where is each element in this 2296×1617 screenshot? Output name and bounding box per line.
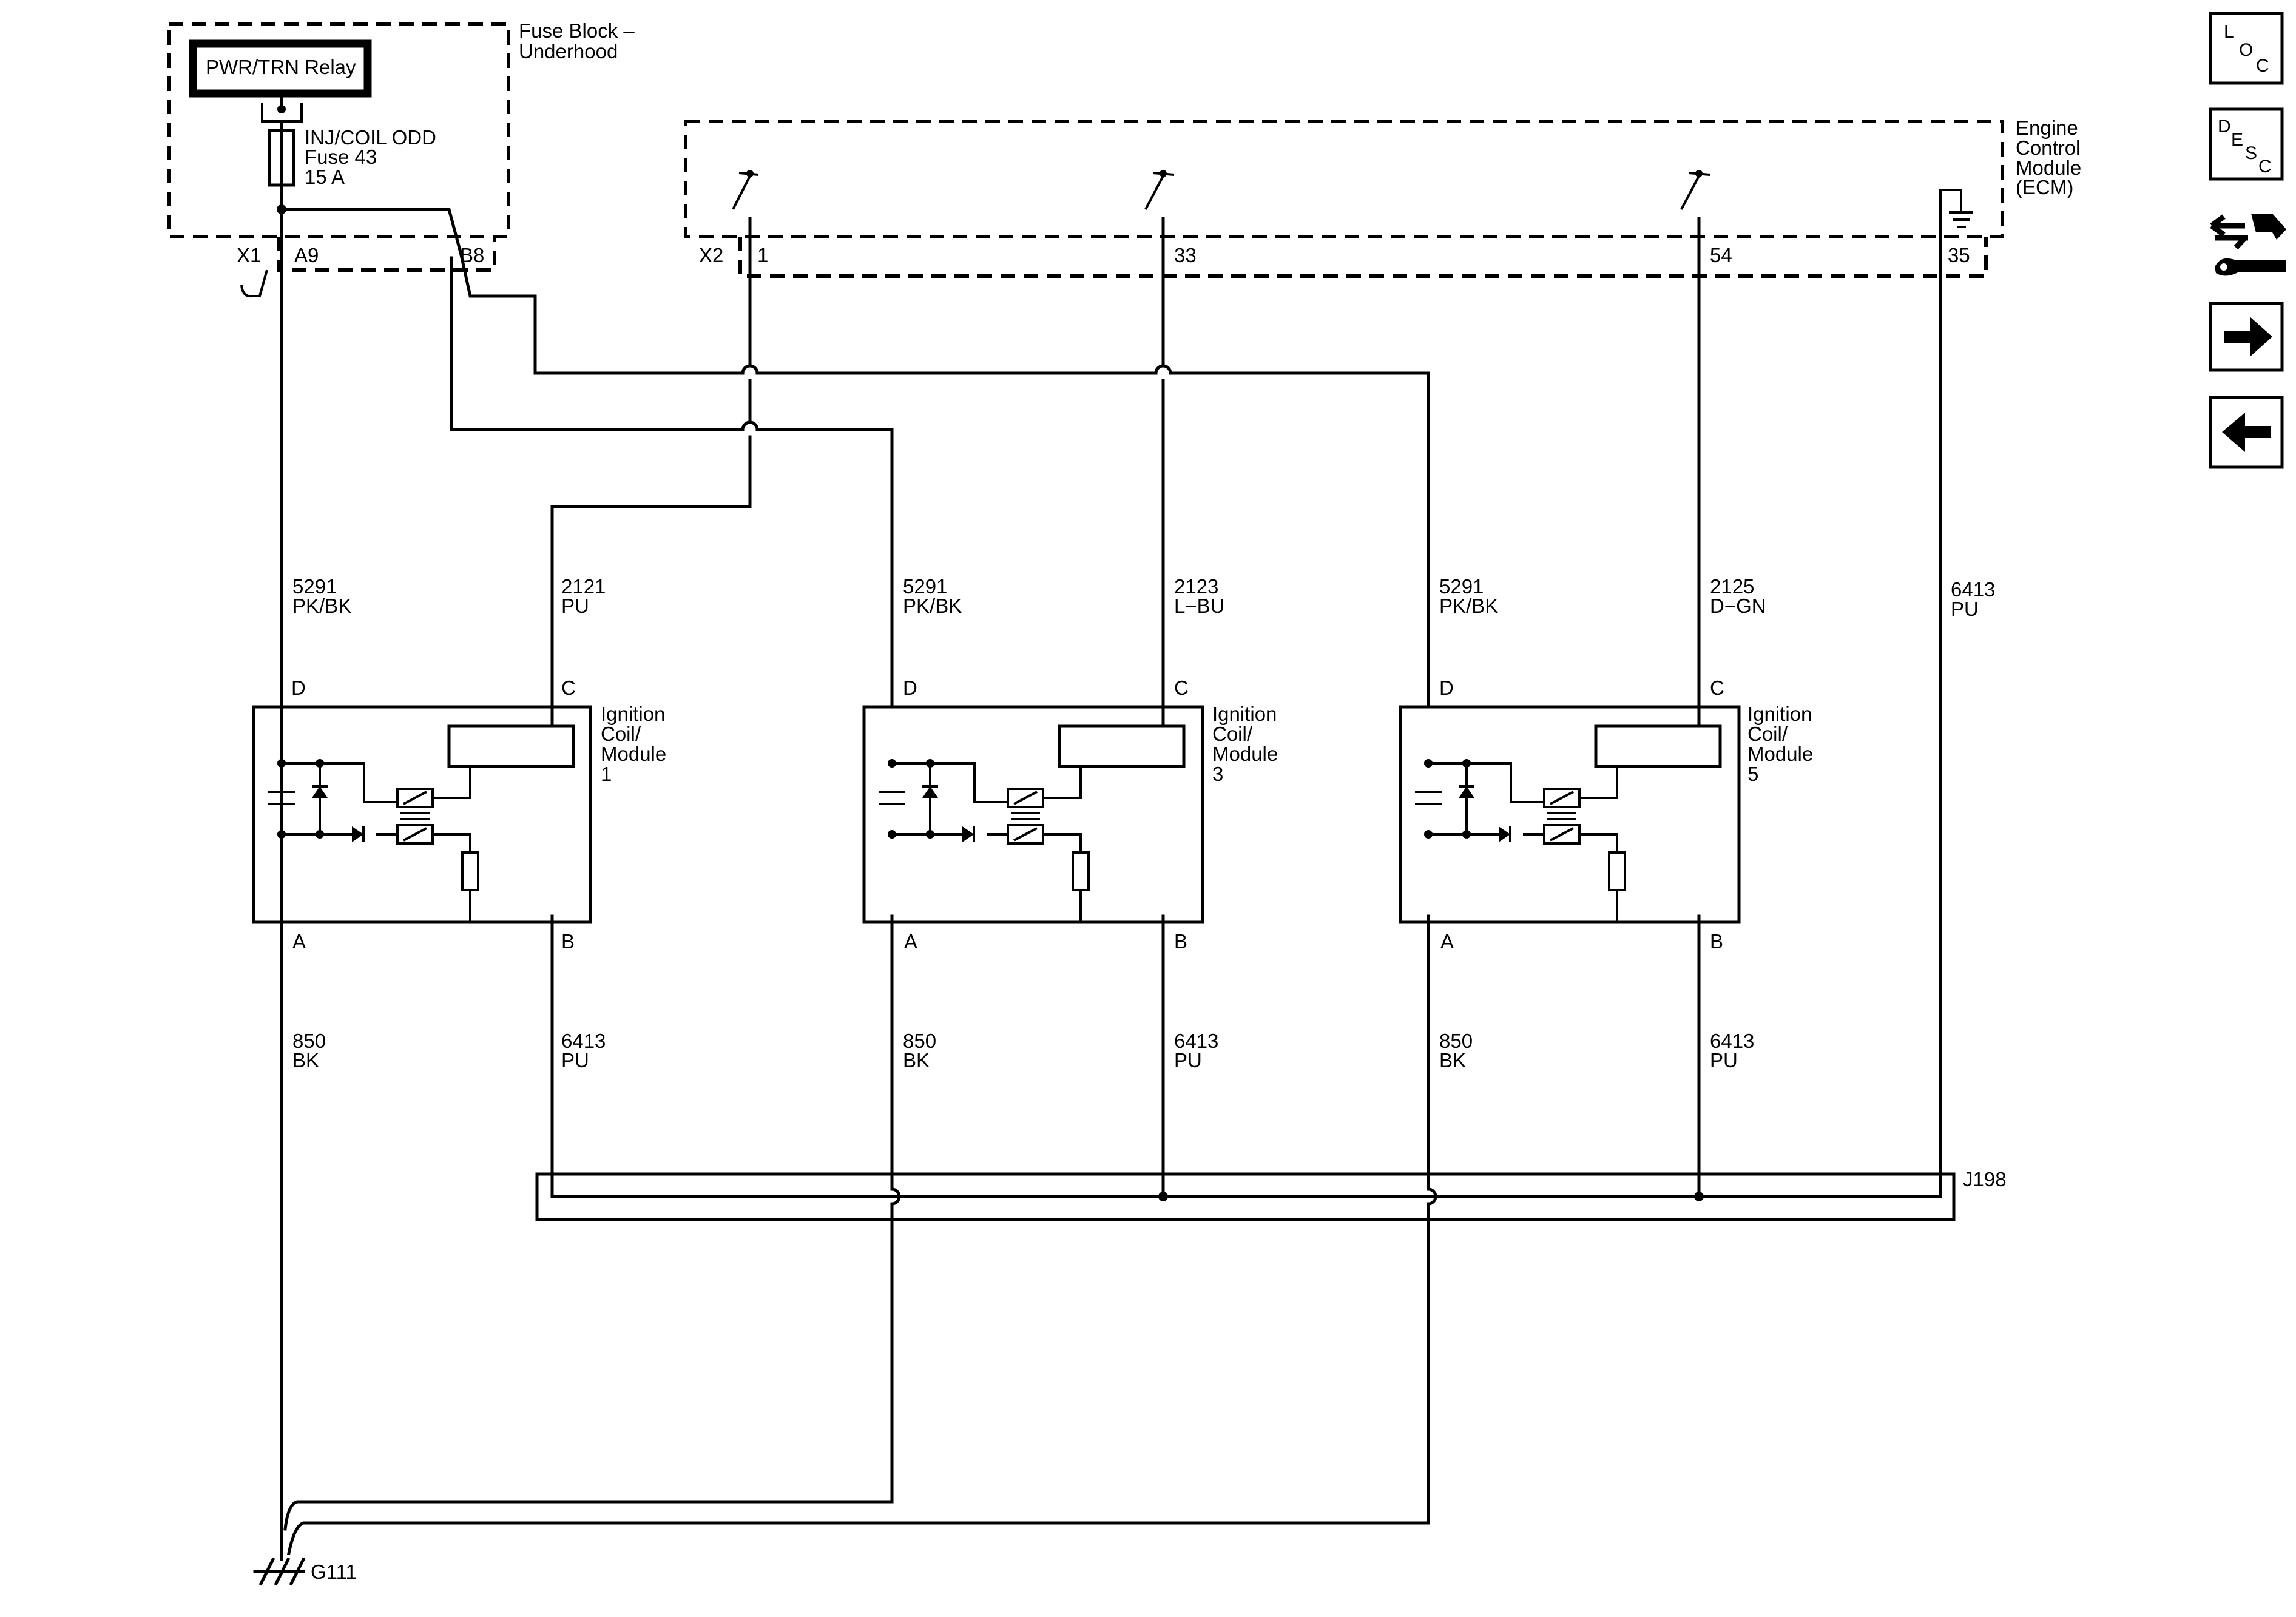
wire-2125-color: D−GN — [1710, 595, 1766, 617]
coil-3-name-3: Module — [1212, 743, 1278, 765]
arrow-left-icon — [2222, 413, 2271, 452]
coil-1-name-2: Coil/ — [601, 723, 641, 745]
coil-3-pin-d: D — [903, 677, 917, 699]
splice-j198: J198 — [535, 1168, 2007, 1221]
wire-6413-circuit-1: 6413 — [561, 1030, 606, 1052]
wire-5291-color-3: PK/BK — [1439, 595, 1498, 617]
fuse-label-2: Fuse 43 — [305, 146, 377, 168]
coil-5-pin-a: A — [1440, 930, 1454, 953]
desc-letter-e: E — [2231, 130, 2243, 150]
wire-5291-color-2: PK/BK — [903, 595, 962, 617]
ignition-coil-module-3: D C A B Ignition Coil/ Module 3 — [862, 677, 1278, 953]
wire-2123-color: L−BU — [1174, 595, 1224, 617]
ecm-title-2: Control — [2016, 137, 2080, 159]
coil-3-name-1: Ignition — [1212, 703, 1277, 725]
wire-6413-circuit-2: 6413 — [1174, 1030, 1218, 1052]
wire-850-color-3: BK — [1439, 1049, 1466, 1072]
ecm: Engine Control Module (ECM) — [684, 116, 2081, 278]
wire-5291-circuit-1: 5291 — [292, 575, 337, 598]
coil-5-name-1: Ignition — [1747, 703, 1812, 725]
ecm-ground-symbol — [1939, 189, 1973, 228]
wire-6413-color-3: PU — [1710, 1049, 1738, 1072]
ecm-switch-54 — [1680, 170, 1710, 245]
desc-button[interactable]: D E S C — [2209, 107, 2284, 181]
coil-5-pin-c: C — [1710, 677, 1724, 699]
ecm-pin-54: 54 — [1710, 244, 1732, 266]
fuse-block-title-1: Fuse Block – — [519, 19, 635, 42]
ignition-coil-module-1: D C A B Ignition Coil/ Module 1 — [252, 677, 666, 953]
wire-850-color-2: BK — [903, 1049, 930, 1072]
coil-3-pin-a: A — [904, 930, 917, 953]
ground-label: G111 — [311, 1561, 357, 1583]
ecm-switch-1 — [732, 170, 759, 245]
connector-tool-icon[interactable] — [2210, 214, 2286, 276]
coil-1-name-3: Module — [601, 743, 666, 765]
coil-5-name-4: 5 — [1747, 763, 1758, 785]
connector-x2: X2 — [699, 244, 723, 266]
wire-850-circuit-2: 850 — [903, 1030, 936, 1052]
coil-1-pin-c: C — [561, 677, 576, 699]
coil-5-name-2: Coil/ — [1747, 723, 1788, 745]
fuse-block-title-2: Underhood — [519, 40, 618, 62]
coil-3-name-2: Coil/ — [1212, 723, 1253, 745]
fuse-block: Fuse Block – Underhood PWR/TRN Relay INJ… — [167, 19, 635, 298]
ground-g111: G111 — [253, 1557, 357, 1586]
ignition-coil-module-5: D C A B Ignition Coil/ Module 5 — [1399, 677, 1813, 953]
arrow-right-icon — [2224, 317, 2272, 357]
ecm-title-4: (ECM) — [2016, 176, 2073, 198]
coil-3-name-4: 3 — [1212, 763, 1223, 785]
ecm-pin-1: 1 — [757, 244, 768, 266]
loc-button[interactable]: L O C — [2209, 12, 2284, 85]
desc-letter-s: S — [2245, 143, 2257, 163]
coil-3-pin-b: B — [1174, 930, 1187, 953]
wire-6413-color-1: PU — [561, 1049, 589, 1072]
previous-button[interactable] — [2209, 396, 2284, 469]
coil-1-pin-b: B — [561, 930, 575, 953]
loc-letter-l: L — [2224, 22, 2234, 42]
wire-labels: 5291 PK/BK 2121 PU 5291 PK/BK 2123 L−BU … — [292, 575, 1995, 1072]
desc-letter-d: D — [2218, 116, 2231, 137]
wire-6413-color-ecm: PU — [1951, 598, 1979, 620]
fuse-label-1: INJ/COIL ODD — [305, 126, 436, 149]
wire-6413-circuit-3: 6413 — [1710, 1030, 1754, 1052]
splice-label: J198 — [1963, 1168, 2007, 1190]
pin-a9: A9 — [294, 244, 319, 266]
loc-letter-c: C — [2256, 56, 2269, 76]
wire-5291-color-1: PK/BK — [292, 595, 351, 617]
ecm-title-3: Module — [2016, 157, 2081, 179]
coil-1-name-4: 1 — [601, 763, 612, 785]
fuse-label-3: 15 A — [305, 166, 345, 188]
wire-6413-circuit-ecm: 6413 — [1951, 578, 1995, 601]
wire-850-circuit-3: 850 — [1439, 1030, 1473, 1052]
ecm-pin-35: 35 — [1948, 244, 1970, 266]
wire-2121-circuit: 2121 — [561, 575, 606, 598]
connector-x1: X1 — [237, 244, 261, 266]
wire-850-circuit-1: 850 — [292, 1030, 326, 1052]
coil-5-name-3: Module — [1747, 743, 1813, 765]
coil-1-pin-d: D — [291, 677, 306, 699]
wire-2123-circuit: 2123 — [1174, 575, 1218, 598]
wires — [280, 208, 1942, 1561]
loc-letter-o: O — [2239, 40, 2253, 60]
coil-1-name-1: Ignition — [601, 703, 665, 725]
wire-2121-color: PU — [561, 595, 589, 617]
coil-5-pin-d: D — [1439, 677, 1454, 699]
ecm-title-1: Engine — [2016, 116, 2078, 139]
coil-1-pin-a: A — [292, 930, 306, 953]
wire-850-color-1: BK — [292, 1049, 319, 1072]
wire-6413-color-2: PU — [1174, 1049, 1202, 1072]
wire-5291-circuit-2: 5291 — [903, 575, 947, 598]
relay-label: PWR/TRN Relay — [206, 56, 356, 78]
wire-2125-circuit: 2125 — [1710, 575, 1754, 598]
coil-5-pin-b: B — [1710, 930, 1723, 953]
next-button[interactable] — [2209, 302, 2284, 372]
wire-5291-circuit-3: 5291 — [1439, 575, 1484, 598]
desc-letter-c: C — [2258, 157, 2272, 177]
ecm-pin-33: 33 — [1174, 244, 1197, 266]
ecm-switch-33 — [1144, 170, 1175, 245]
coil-3-pin-c: C — [1174, 677, 1189, 699]
